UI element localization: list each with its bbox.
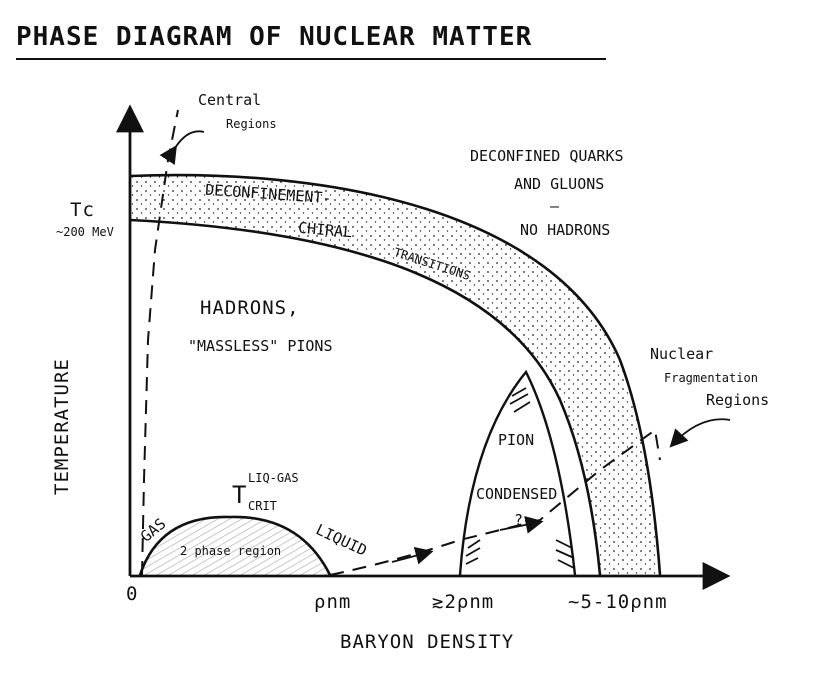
transition-inner-curve xyxy=(129,218,602,576)
nuclear-label-3: Regions xyxy=(706,391,770,409)
central-label-2: Regions xyxy=(226,117,277,131)
pion-label-2: CONDENSED xyxy=(476,485,558,503)
x-axis-label: BARYON DENSITY xyxy=(340,631,515,653)
y-tick-tc-value: ~200 MeV xyxy=(56,225,114,239)
hadrons-label-2: "MASSLESS" PIONS xyxy=(188,337,333,355)
nuclear-label-1: Nuclear xyxy=(650,345,714,363)
nuclear-label-2: Fragmentation xyxy=(664,371,758,385)
deconfined-label-1: DECONFINED QUARKS xyxy=(470,147,624,165)
y-tick-tc: Tc xyxy=(70,199,95,221)
transition-outer-curve xyxy=(129,173,662,576)
fragmentation-arrow-1 xyxy=(391,546,434,565)
x-tick-2nm: ≳2ρnm xyxy=(432,591,495,613)
title-underline xyxy=(16,58,606,60)
tcrit-sup: LIQ-GAS xyxy=(248,471,299,485)
transition-band xyxy=(130,175,660,575)
x-tick-5-10nm: ~5-10ρnm xyxy=(568,591,668,613)
two-phase-label: 2 phase region xyxy=(180,544,282,558)
x-tick-nm: ρnm xyxy=(314,591,352,613)
hadrons-label-1: HADRONS, xyxy=(200,297,300,319)
two-phase-dome xyxy=(140,516,330,575)
pion-hatch-marks xyxy=(465,387,575,569)
pion-question: ? xyxy=(514,511,524,529)
pion-condensed-boundary xyxy=(458,369,577,576)
tcrit-sub: CRIT xyxy=(248,499,277,513)
pion-label-1: PION xyxy=(498,431,535,449)
deconfined-label-3: NO HADRONS xyxy=(520,221,611,239)
fragmentation-arrow-2 xyxy=(499,515,544,534)
origin-label: 0 xyxy=(126,583,139,605)
tcrit-symbol: T xyxy=(232,481,248,509)
central-label-1: Central xyxy=(198,91,262,109)
y-axis-label: TEMPERATURE xyxy=(51,358,73,495)
two-phase-boundary xyxy=(138,515,332,576)
deconfined-dash: — xyxy=(550,197,560,215)
central-pointer xyxy=(159,130,205,165)
deconfined-label-2: AND GLUONS xyxy=(514,175,605,193)
page-title: PHASE DIAGRAM OF NUCLEAR MATTER xyxy=(16,22,533,52)
fragmentation-pointer xyxy=(669,418,731,448)
